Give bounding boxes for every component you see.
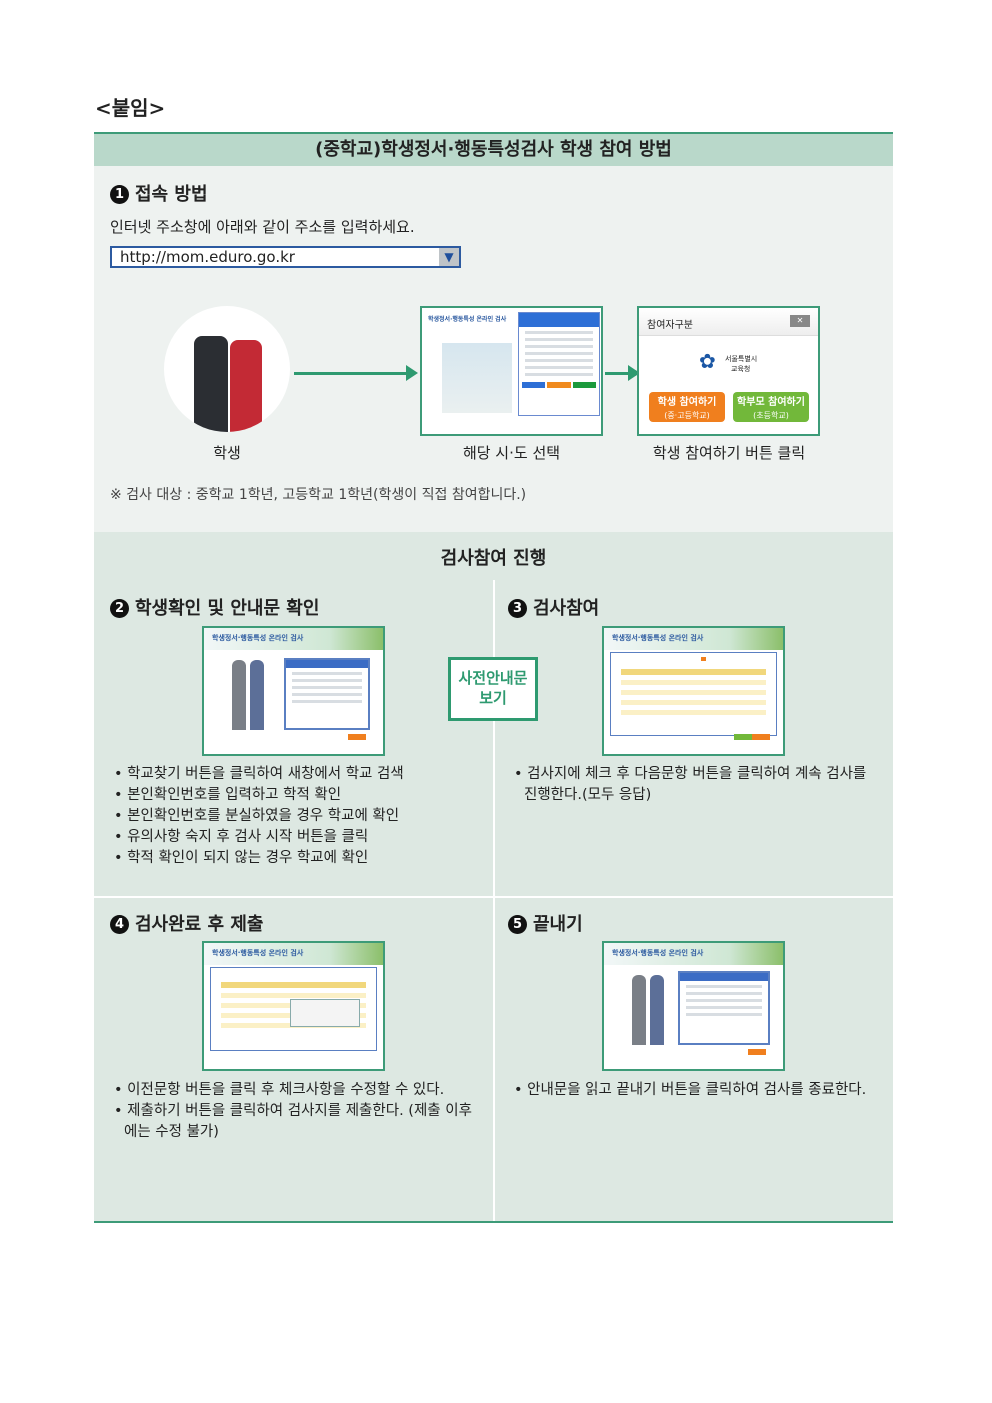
caption-student: 학생 xyxy=(213,444,241,462)
list-item: • 본인확인번호를 입력하고 학적 확인 xyxy=(114,787,342,803)
row-divider xyxy=(94,896,893,898)
step-number-icon: 4 xyxy=(110,915,129,934)
list-item: • 유의사항 숙지 후 검사 시작 버튼을 클릭 xyxy=(114,829,369,845)
step5-bullets: • 안내문을 읽고 끝내기 버튼을 클릭하여 검사를 종료한다. xyxy=(512,1080,882,1101)
step2-bullets: • 학교찾기 버튼을 클릭하여 새창에서 학교 검색 • 본인확인번호를 입력하… xyxy=(112,764,482,869)
step4-bullets: • 이전문항 버튼을 클릭 후 체크사항을 수정할 수 있다. • 제출하기 버… xyxy=(112,1080,482,1143)
test-screenshot: 학생정서·행동특성 온라인 검사 xyxy=(602,626,785,756)
finish-screenshot: 학생정서·행동특성 온라인 검사 xyxy=(602,941,785,1071)
caption-click-student-button: 학생 참여하기 버튼 클릭 xyxy=(652,444,806,462)
arrow-line xyxy=(294,372,406,375)
panel-title: (중학교)학생정서·행동특성검사 학생 참여 방법 xyxy=(94,132,893,166)
dropdown-arrow-icon[interactable]: ▼ xyxy=(439,248,459,266)
instruction-panel: (중학교)학생정서·행동특성검사 학생 참여 방법 1 접속 방법 인터넷 주소창… xyxy=(94,132,893,1223)
family-photo xyxy=(442,343,512,413)
students-photo xyxy=(164,306,290,432)
submit-screenshot: 학생정서·행동특성 온라인 검사 xyxy=(202,941,385,1071)
list-item: • 제출하기 버튼을 클릭하여 검사지를 제출한다. (제출 이후에는 수정 불… xyxy=(114,1103,472,1140)
list-item: • 학적 확인이 되지 않는 경우 학교에 확인 xyxy=(114,850,369,866)
site-title: 학생정서·행동특성 온라인 검사 xyxy=(428,316,507,323)
step-number-icon: 5 xyxy=(508,915,527,934)
step1-title: 접속 방법 xyxy=(135,184,208,205)
girl-student-figure xyxy=(230,340,262,432)
attachment-label: <붙임> xyxy=(95,96,166,120)
column-divider xyxy=(493,580,495,1221)
step3-bullets: • 검사지에 체크 후 다음문항 버튼을 클릭하여 계속 검사를 진행한다.(모… xyxy=(512,764,882,806)
progress-title: 검사참여 진행 xyxy=(440,548,547,569)
step1-heading: 1 접속 방법 xyxy=(110,180,208,206)
seoul-education-logo: ✿ xyxy=(699,349,716,373)
student-check-screenshot: 학생정서·행동특성 온라인 검사 xyxy=(202,626,385,756)
dialog-title: 참여자구분 xyxy=(647,320,693,331)
step-number-icon: 2 xyxy=(110,599,129,618)
step-number-icon: 3 xyxy=(508,599,527,618)
step1-instruction: 인터넷 주소창에 아래와 같이 주소를 입력하세요. xyxy=(110,218,415,236)
arrow-right-icon xyxy=(406,365,418,381)
list-item: • 이전문항 버튼을 클릭 후 체크사항을 수정할 수 있다. xyxy=(114,1082,445,1098)
arrow-line xyxy=(605,372,630,375)
list-item: • 학교찾기 버튼을 클릭하여 새창에서 학교 검색 xyxy=(114,766,404,782)
step-number-icon: 1 xyxy=(110,185,129,204)
list-item: • 안내문을 읽고 끝내기 버튼을 클릭하여 검사를 종료한다. xyxy=(514,1082,867,1098)
address-bar[interactable]: http://mom.eduro.go.kr ▼ xyxy=(110,246,461,268)
target-note: ※ 검사 대상 : 중학교 1학년, 고등학교 1학년(학생이 직접 참여합니다… xyxy=(110,487,527,503)
site-selection-screenshot: 학생정서·행동특성 온라인 검사 xyxy=(420,306,603,436)
caption-select-region: 해당 시·도 선택 xyxy=(462,444,561,462)
boy-student-figure xyxy=(194,336,228,432)
list-item: • 검사지에 체크 후 다음문항 버튼을 클릭하여 계속 검사를 진행한다.(모… xyxy=(514,766,867,803)
close-icon[interactable]: ✕ xyxy=(790,315,810,327)
url-text: http://mom.eduro.go.kr xyxy=(120,248,295,266)
step1-section: 1 접속 방법 인터넷 주소창에 아래와 같이 주소를 입력하세요. http:/… xyxy=(94,166,893,532)
student-participate-button[interactable]: 학생 참여하기(중·고등학교) xyxy=(649,392,725,422)
region-list xyxy=(518,312,600,416)
list-item: • 본인확인번호를 분실하였을 경우 학교에 확인 xyxy=(114,808,400,824)
parent-participate-button[interactable]: 학부모 참여하기(초등학교) xyxy=(733,392,809,422)
